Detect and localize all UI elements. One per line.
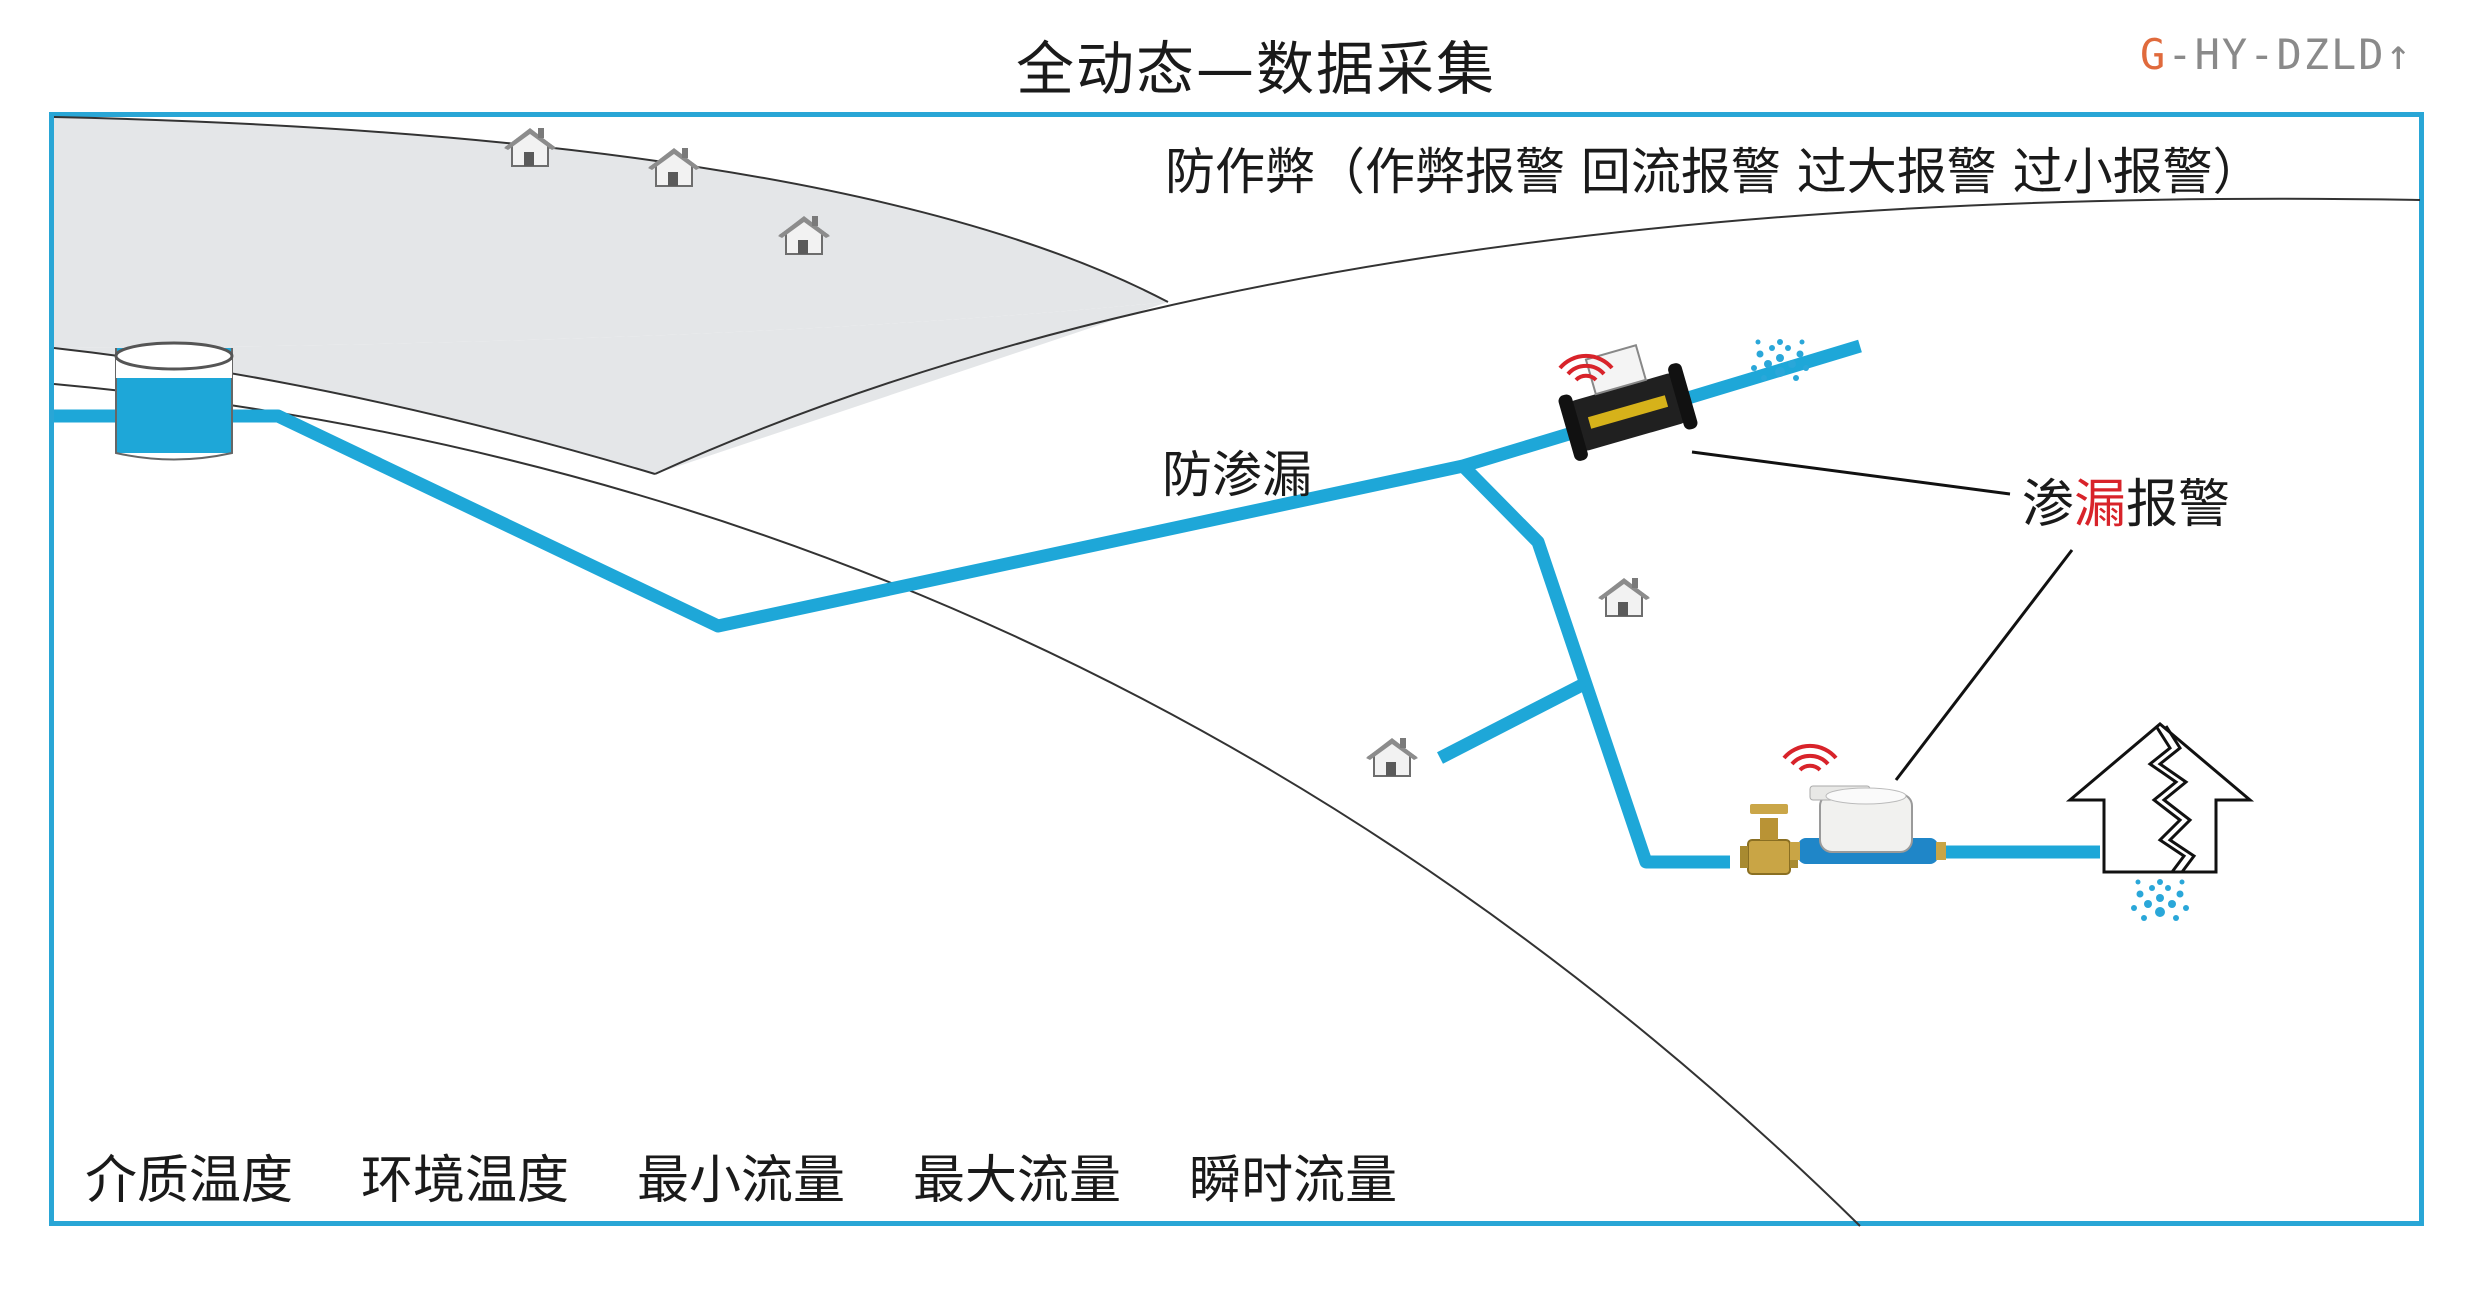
leak-alarm-part2: 漏 bbox=[2074, 475, 2127, 535]
terrain-upper-band bbox=[54, 302, 1168, 474]
metric-ambient-temperature: 环境温度 bbox=[361, 1151, 570, 1211]
leak-alarm-label: 渗漏报警 bbox=[2022, 462, 2230, 537]
anti-fraud-label: 防作弊（作弊报警 回流报警 过大报警 过小报警） bbox=[1165, 143, 2263, 201]
signal-icon bbox=[1782, 743, 1838, 772]
page-title: 全动态—数据采集 bbox=[1016, 35, 1497, 103]
diagram-frame bbox=[49, 112, 2424, 1226]
flow-meter-icon bbox=[1558, 343, 1698, 461]
model-code: G-HY-DZLD↑ bbox=[2140, 30, 2413, 79]
metric-min-flow: 最小流量 bbox=[637, 1151, 846, 1211]
metrics-list: 介质温度 环境温度 最小流量 最大流量 瞬时流量 bbox=[85, 1138, 1397, 1213]
water-spray-icon bbox=[2131, 879, 2189, 921]
side-branch-pipe bbox=[1437, 678, 1587, 764]
house-icon bbox=[1365, 737, 1419, 777]
branch-pipe bbox=[1458, 461, 1730, 869]
terrain-edge-1 bbox=[53, 116, 1169, 303]
house-icon bbox=[647, 147, 701, 187]
metric-instant-flow: 瞬时流量 bbox=[1189, 1151, 1398, 1211]
terrain-edge-4 bbox=[53, 383, 1861, 1227]
model-code-rest: -HY-DZLD↑ bbox=[2167, 30, 2413, 79]
house-icon bbox=[503, 127, 557, 167]
leak-alarm-part3: 报警 bbox=[2126, 475, 2231, 535]
leader-line-flow-meter bbox=[1691, 450, 2011, 496]
cracked-house-icon bbox=[2065, 722, 2255, 874]
anti-seepage-label: 防渗漏 bbox=[1162, 446, 1312, 504]
terrain-upper-slope bbox=[54, 117, 1168, 348]
metric-max-flow: 最大流量 bbox=[913, 1151, 1122, 1211]
water-meter-icon bbox=[1790, 785, 1946, 864]
house-icon bbox=[1597, 577, 1651, 617]
valve-icon bbox=[1740, 804, 1798, 875]
terrain-edge-3 bbox=[654, 197, 2421, 475]
metric-medium-temperature: 介质温度 bbox=[85, 1151, 294, 1211]
leak-alarm-part1: 渗 bbox=[2022, 475, 2075, 535]
model-code-prefix: G bbox=[2140, 30, 2168, 79]
leader-line-water-meter bbox=[1894, 549, 2074, 781]
water-tank-icon bbox=[114, 341, 234, 461]
